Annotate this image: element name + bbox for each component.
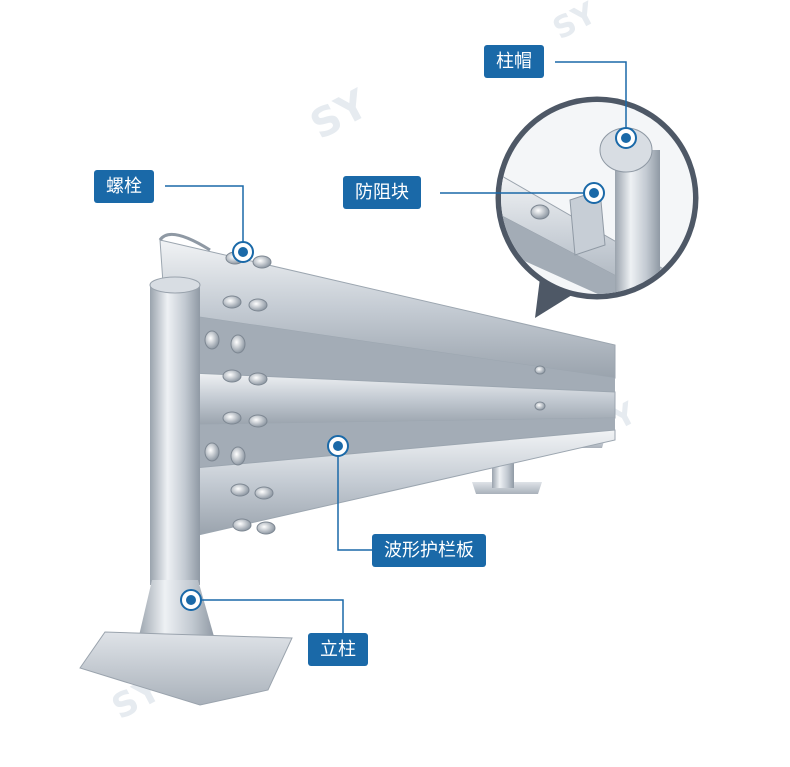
front-post <box>79 276 293 706</box>
post-cap-label: 柱帽 <box>484 45 544 78</box>
wave-beam-label: 波形护栏板 <box>372 534 486 567</box>
svg-text:SY: SY <box>547 0 603 47</box>
marker-dots <box>180 127 637 611</box>
spacer-block-label: 防阻块 <box>343 176 421 209</box>
wave-beam-rail <box>158 232 616 536</box>
leader-lines <box>165 61 627 648</box>
svg-text:SY: SY <box>303 81 377 149</box>
bolt-label: 螺栓 <box>94 170 154 203</box>
rail-bolts <box>204 251 546 535</box>
zoom-inset <box>495 96 699 318</box>
post-label: 立柱 <box>308 633 368 666</box>
